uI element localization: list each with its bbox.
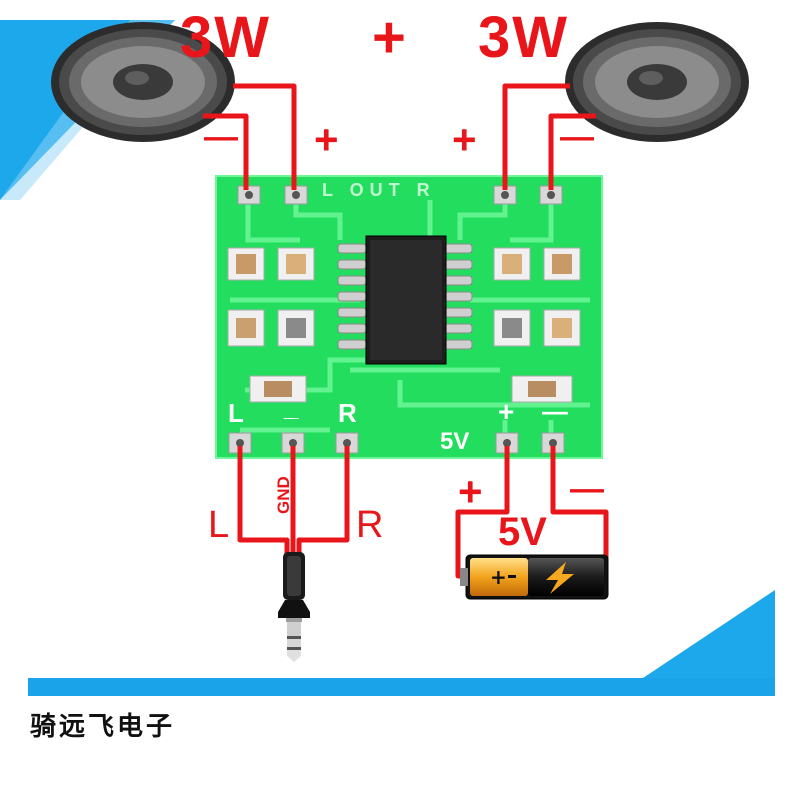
power-voltage-label: 5V <box>498 510 547 554</box>
left-speaker-minus: — <box>204 118 238 156</box>
audio-r-label: R <box>356 504 384 546</box>
amplifier-chip <box>337 235 473 365</box>
right-power-label: 3W <box>478 5 569 70</box>
battery-icon: + <box>460 554 609 600</box>
board-l-label: L <box>228 398 244 428</box>
pcb-board <box>215 175 603 459</box>
wire-right-speaker-plus <box>502 83 570 190</box>
audio-l-label: L <box>208 504 230 546</box>
board-plus-label: + <box>498 396 515 427</box>
top-pads <box>237 185 563 205</box>
board-out-label: L OUT R <box>322 180 436 200</box>
speaker-icon <box>565 22 749 142</box>
wire-left-speaker-minus <box>203 113 249 190</box>
power-plus-label: + <box>458 468 483 515</box>
board-5v-label: 5V <box>440 428 470 455</box>
right-speaker-minus: — <box>560 118 594 156</box>
title-plus: + <box>372 5 408 70</box>
board-minus-label: — <box>542 396 568 426</box>
wire-audio-r <box>296 446 350 560</box>
smd-components <box>227 247 581 403</box>
svg-text:+: + <box>490 565 507 589</box>
board-r-label: R <box>338 398 357 428</box>
footer-bar <box>28 678 775 696</box>
left-power-label: 3W <box>180 5 271 70</box>
board-gnd-label: _ <box>284 392 299 422</box>
brand-text: 骑远飞电子 <box>30 712 176 742</box>
speaker-icon <box>51 22 235 142</box>
lightning-icon <box>546 562 574 594</box>
corner-triangle-bottom-right <box>640 590 775 680</box>
wire-left-speaker-plus <box>233 83 297 190</box>
wire-right-speaker-minus <box>548 113 596 190</box>
power-minus-label: — <box>570 470 604 508</box>
wire-audio-l <box>237 446 290 560</box>
audio-gnd-label: GND <box>274 476 293 514</box>
right-speaker-plus: + <box>452 116 477 163</box>
left-speaker-plus: + <box>314 116 339 163</box>
audio-jack-icon <box>278 552 310 662</box>
